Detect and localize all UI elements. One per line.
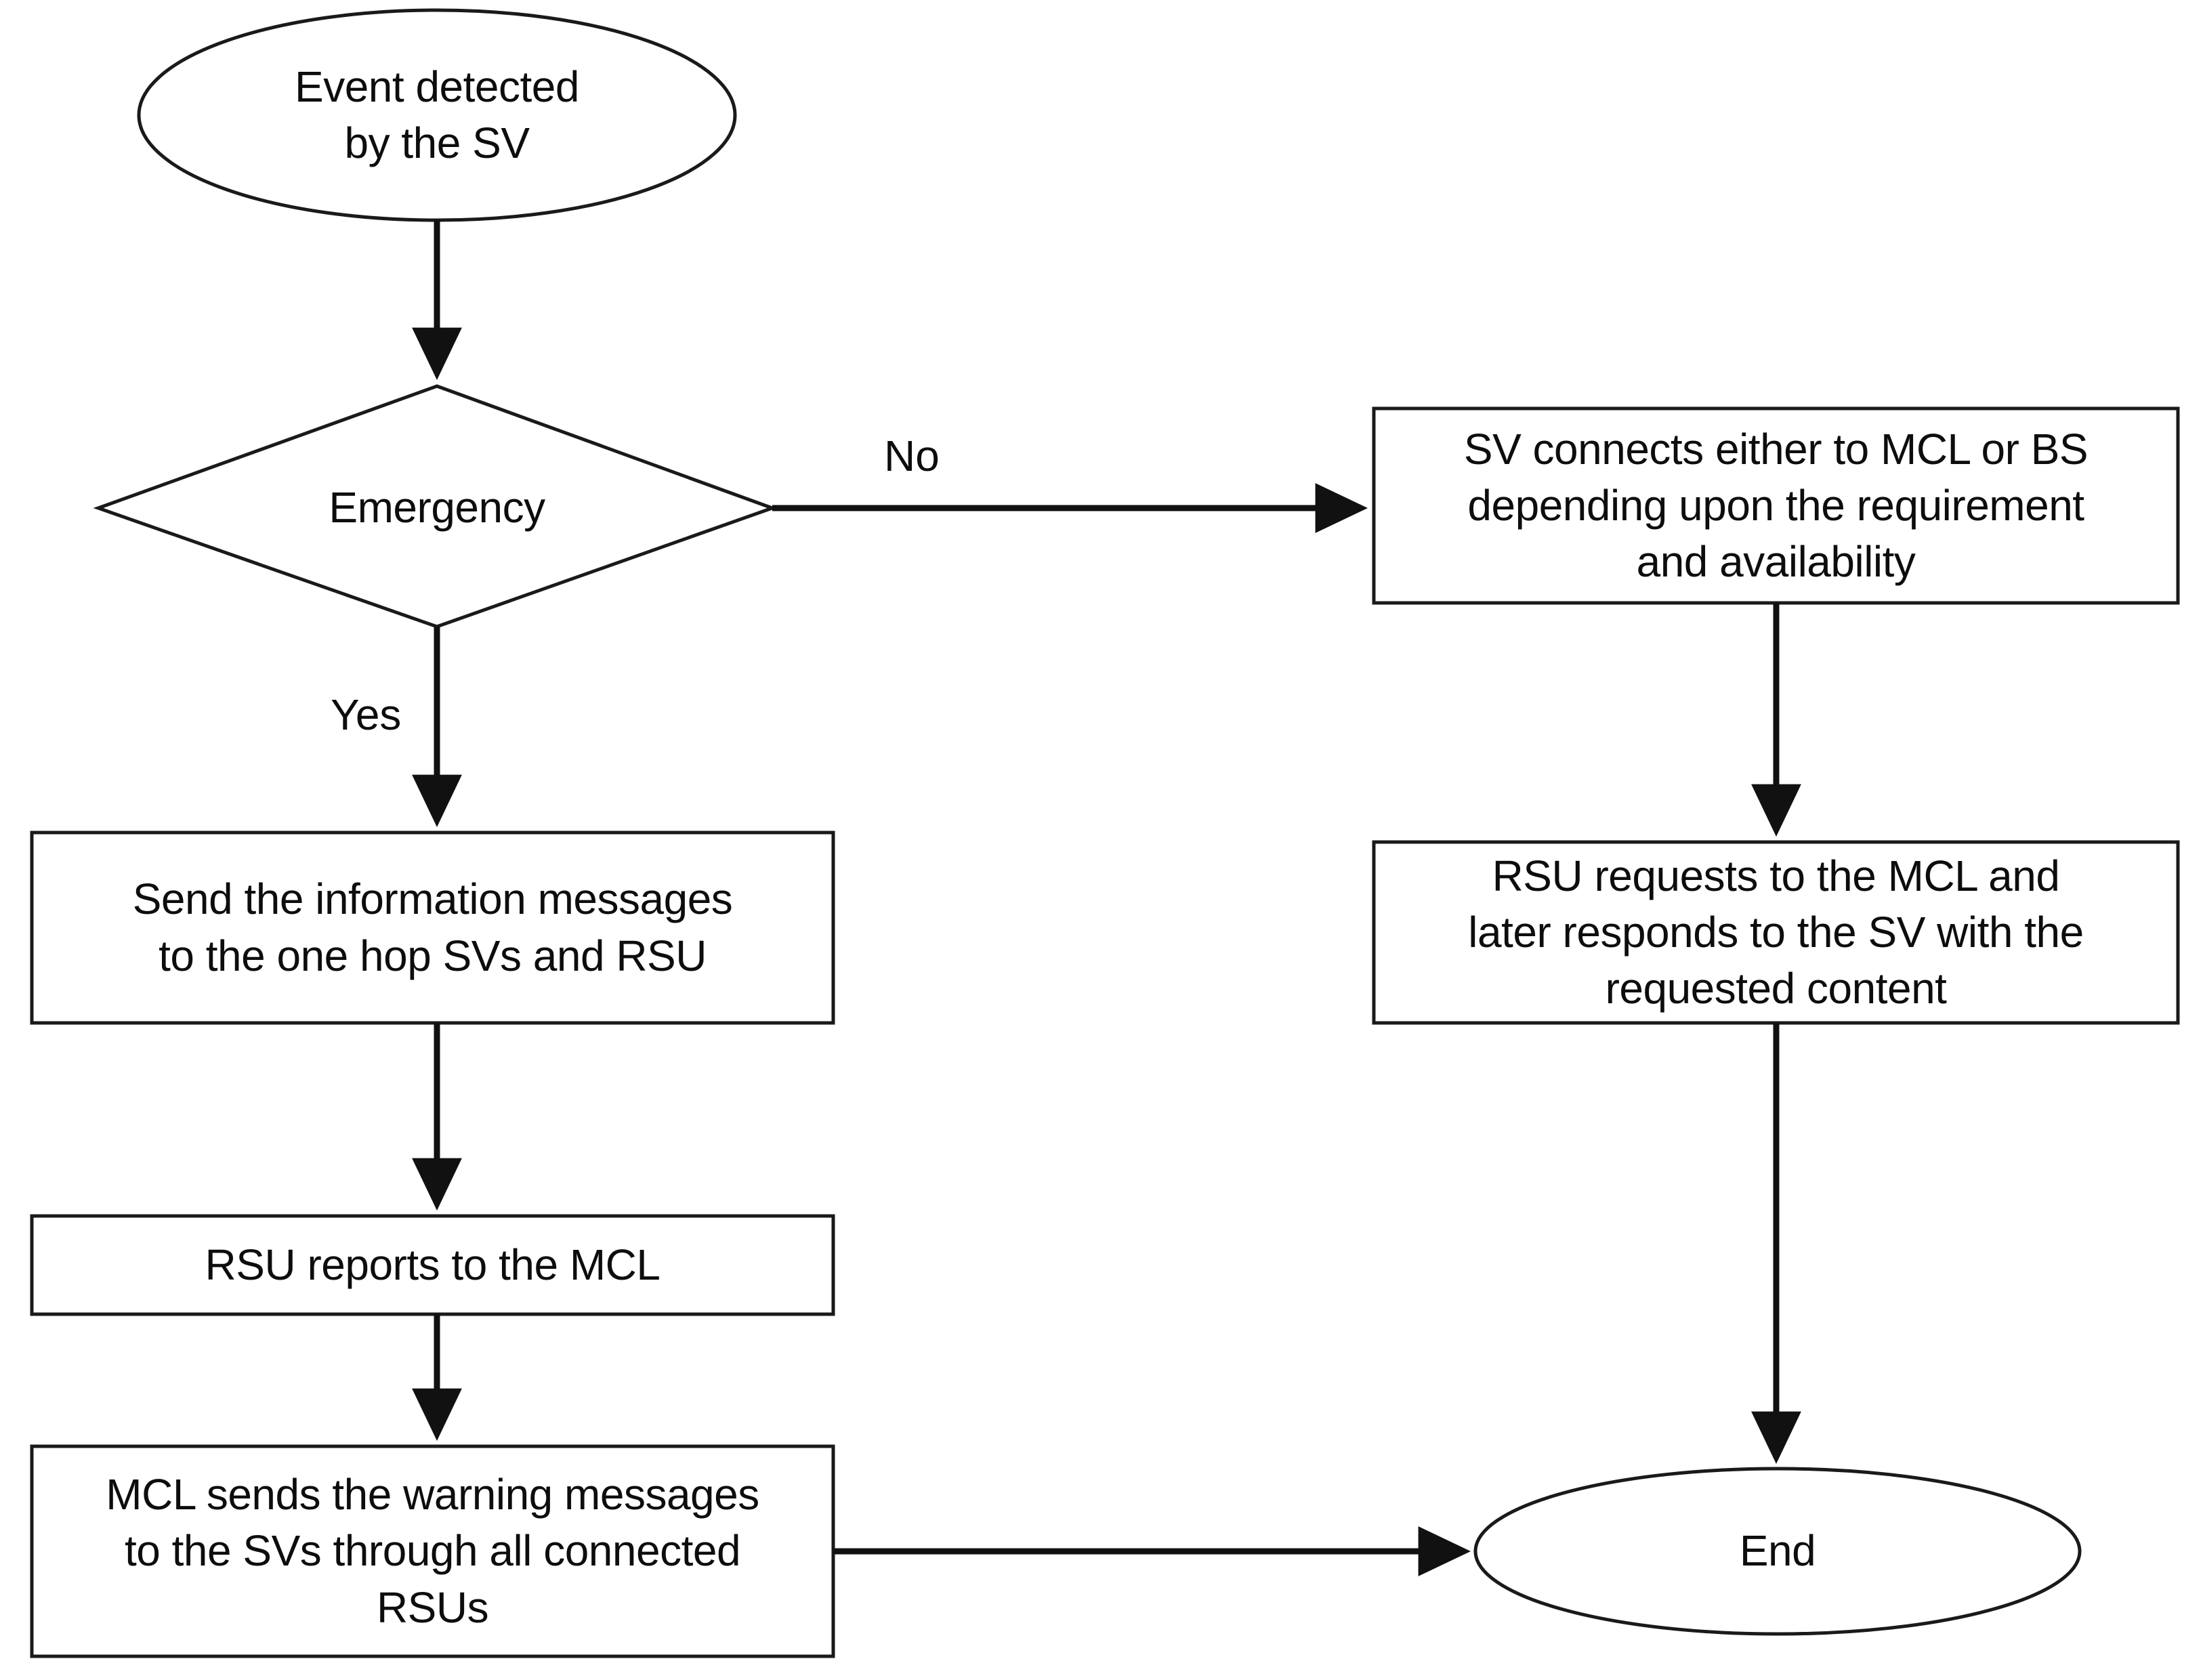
node-start-shape xyxy=(137,8,737,222)
node-end-shape xyxy=(1473,1467,2082,1636)
node-rsu-reports-shape xyxy=(30,1214,835,1316)
node-mcl-sends-shape xyxy=(30,1444,835,1658)
node-send-info-shape xyxy=(30,831,835,1025)
node-emergency-shape xyxy=(93,384,778,629)
node-rsu-requests-shape xyxy=(1372,840,2180,1025)
edge-label-no: No xyxy=(884,432,940,480)
edge-label-yes: Yes xyxy=(331,690,402,739)
node-sv-connects-shape xyxy=(1372,406,2180,605)
